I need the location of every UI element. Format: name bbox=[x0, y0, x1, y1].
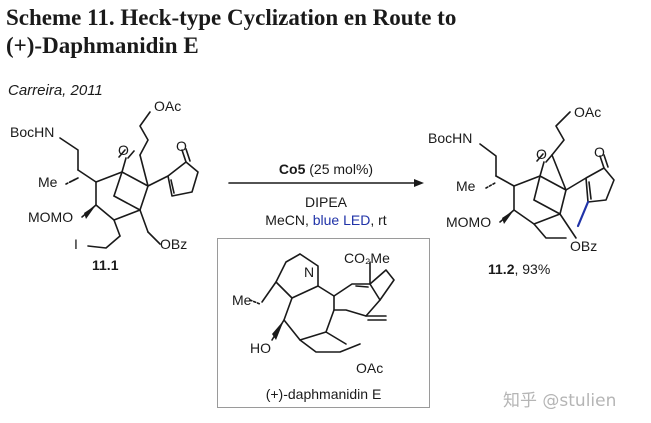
pr-compound-number: 11.2 bbox=[488, 261, 515, 277]
pr-yield: , 93% bbox=[514, 261, 551, 277]
tg-ho-label: HO bbox=[250, 340, 271, 356]
starting-material-structure bbox=[59, 111, 199, 249]
reaction-conditions-above: Co5 (25 mol%) bbox=[228, 160, 424, 178]
solvent: MeCN, bbox=[265, 212, 313, 228]
catalyst-loading: (25 mol%) bbox=[305, 161, 374, 177]
product-structure bbox=[479, 111, 615, 239]
sm-oac-label: OAc bbox=[154, 98, 182, 114]
sm-bochn-label: BocHN bbox=[10, 124, 55, 140]
target-structure bbox=[249, 253, 395, 353]
scheme-title: Scheme 11. Heck-type Cyclization en Rout… bbox=[6, 4, 646, 60]
attribution: Carreira, 2011 bbox=[8, 82, 103, 99]
tg-me-label: Me bbox=[232, 292, 252, 308]
pr-ketone-o-label: O bbox=[536, 146, 547, 162]
scheme-title-line2: (+)-Daphmanidin E bbox=[6, 33, 199, 58]
pr-me-label: Me bbox=[456, 178, 476, 194]
solvent-light-temp: MeCN, blue LED, rt bbox=[228, 211, 424, 229]
sm-enone-o-label: O bbox=[176, 138, 187, 154]
tg-oac-label: OAc bbox=[356, 360, 384, 376]
pr-obz-label: OBz bbox=[570, 238, 598, 254]
sm-iodo-label: I bbox=[74, 236, 78, 252]
tg-n-label: N bbox=[304, 264, 315, 280]
target-name: (+)-daphmanidin E bbox=[265, 386, 382, 402]
watermark: 知乎 @stulien bbox=[503, 391, 617, 411]
tg-co2me-label: CO₂Me bbox=[344, 250, 390, 266]
pr-momo-label: MOMO bbox=[446, 214, 492, 230]
reaction-conditions-below: DIPEA MeCN, blue LED, rt bbox=[228, 193, 424, 229]
pr-oac-label: OAc bbox=[574, 104, 602, 120]
pr-enone-o-label: O bbox=[594, 144, 605, 160]
sm-compound-number: 11.1 bbox=[92, 257, 119, 273]
sm-compound-label: 11.1 bbox=[92, 257, 118, 273]
sm-momo-label: MOMO bbox=[28, 209, 74, 225]
catalyst-name: Co5 bbox=[278, 161, 306, 177]
target-box bbox=[217, 238, 430, 408]
sm-me-label: Me bbox=[38, 174, 58, 190]
pr-bochn-label: BocHN bbox=[428, 130, 473, 146]
pr-compound-label: 11.2, 93% bbox=[488, 261, 550, 277]
light-source: blue LED bbox=[312, 212, 371, 228]
temperature: , rt bbox=[370, 212, 387, 228]
sm-obz-label: OBz bbox=[160, 236, 188, 252]
base-reagent: DIPEA bbox=[304, 194, 347, 210]
sm-ketone-o-label: O bbox=[118, 142, 129, 158]
reaction-arrow bbox=[228, 179, 424, 187]
scheme-title-line1: Scheme 11. Heck-type Cyclization en Rout… bbox=[6, 5, 457, 30]
